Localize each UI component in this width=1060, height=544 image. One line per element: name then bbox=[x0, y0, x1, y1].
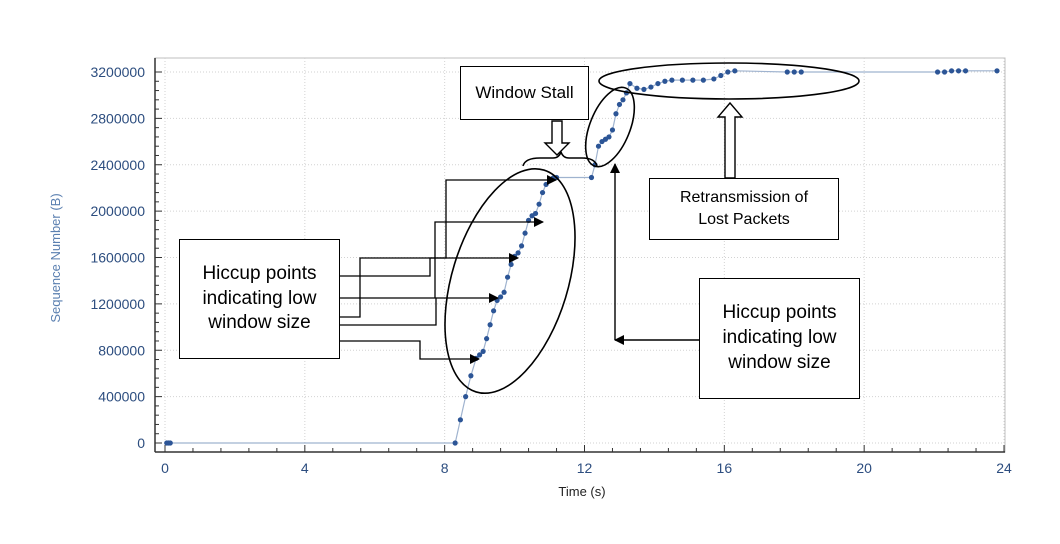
data-point bbox=[641, 86, 647, 92]
data-point bbox=[609, 127, 616, 133]
x-axis-title: Time (s) bbox=[558, 484, 605, 499]
hiccup-left-connector bbox=[340, 340, 480, 364]
data-point bbox=[627, 80, 633, 87]
hiccup-right-label: Hiccup points indicating low window size bbox=[699, 278, 860, 399]
data-point bbox=[655, 80, 661, 87]
y-tick-label: 1200000 bbox=[90, 296, 145, 312]
hiccup-left-connector bbox=[340, 253, 519, 318]
data-point bbox=[784, 69, 790, 75]
data-point bbox=[457, 417, 463, 423]
data-point bbox=[994, 68, 1000, 74]
annotation-shapes bbox=[340, 62, 860, 395]
window-stall-label: Window Stall bbox=[460, 66, 589, 120]
y-tick-label: 0 bbox=[137, 435, 145, 451]
axes: 0 4 8 12 16 20 24 0 400000 800000 1200000 1600000 20… bbox=[90, 58, 1012, 476]
retransmission-arrow bbox=[716, 101, 744, 179]
hiccup-left-connector bbox=[340, 293, 499, 326]
data-point bbox=[962, 68, 969, 74]
x-tick-label: 0 bbox=[161, 460, 169, 476]
data-point bbox=[508, 261, 514, 268]
x-tick-label: 16 bbox=[717, 460, 733, 476]
data-point bbox=[718, 72, 724, 79]
y-tick-label: 1600000 bbox=[90, 250, 145, 266]
data-point bbox=[669, 77, 675, 83]
y-tick-label: 400000 bbox=[98, 389, 145, 405]
data-point bbox=[532, 210, 539, 217]
hiccup-left-label: Hiccup points indicating low window size bbox=[179, 239, 340, 359]
data-point bbox=[941, 69, 948, 75]
hiccup-left-connector bbox=[340, 217, 544, 299]
retransmission-label: Retransmission of Lost Packets bbox=[649, 178, 839, 240]
data-point bbox=[539, 189, 546, 196]
x-tick-label: 24 bbox=[996, 460, 1012, 476]
y-tick-label: 2000000 bbox=[90, 203, 145, 219]
data-point bbox=[463, 394, 469, 400]
retransmission-ellipse bbox=[598, 62, 860, 100]
data-point bbox=[543, 181, 549, 188]
y-tick-label: 800000 bbox=[98, 342, 145, 358]
data-point bbox=[491, 308, 497, 314]
y-tick-label: 3200000 bbox=[90, 64, 145, 80]
data-point bbox=[798, 69, 804, 75]
data-point bbox=[634, 85, 640, 91]
data-point bbox=[480, 348, 486, 355]
data-point bbox=[948, 68, 955, 74]
data-point bbox=[648, 84, 654, 90]
data-point bbox=[468, 373, 474, 379]
window-stall-arrow bbox=[543, 120, 571, 156]
data-point bbox=[498, 294, 504, 300]
data-point bbox=[167, 440, 173, 446]
data-point bbox=[504, 274, 511, 280]
data-points bbox=[164, 68, 1000, 446]
data-point bbox=[518, 243, 525, 249]
data-point bbox=[452, 440, 458, 446]
y-tick-label: 2400000 bbox=[90, 157, 145, 173]
data-point bbox=[487, 322, 493, 328]
data-point bbox=[613, 111, 619, 117]
data-point bbox=[606, 134, 612, 140]
data-point bbox=[662, 78, 668, 84]
data-point bbox=[934, 69, 941, 75]
data-point bbox=[732, 68, 738, 74]
data-point bbox=[595, 143, 602, 149]
data-point bbox=[791, 69, 797, 75]
data-point bbox=[515, 250, 521, 256]
x-tick-label: 8 bbox=[441, 460, 449, 476]
hiccup-ellipse-small bbox=[584, 86, 636, 168]
data-point bbox=[616, 101, 623, 108]
data-point bbox=[679, 77, 685, 83]
data-point bbox=[522, 230, 528, 236]
data-point bbox=[484, 336, 490, 342]
hiccup-ellipse-main bbox=[444, 167, 576, 395]
y-tick-label: 2800000 bbox=[90, 110, 145, 126]
x-tick-label: 4 bbox=[301, 460, 309, 476]
x-tick-label: 12 bbox=[577, 460, 593, 476]
data-point bbox=[690, 77, 696, 83]
y-axis-title: Sequence Number (B) bbox=[48, 193, 63, 322]
data-point bbox=[955, 68, 962, 74]
data-point bbox=[725, 69, 731, 75]
data-point bbox=[620, 97, 626, 103]
data-point bbox=[501, 289, 507, 295]
window-stall-brace bbox=[522, 149, 598, 167]
data-point bbox=[711, 76, 717, 82]
x-tick-label: 20 bbox=[856, 460, 872, 476]
hiccup-left-connector bbox=[340, 175, 557, 277]
data-point bbox=[588, 174, 595, 181]
data-point bbox=[536, 201, 542, 207]
data-point bbox=[700, 77, 706, 83]
